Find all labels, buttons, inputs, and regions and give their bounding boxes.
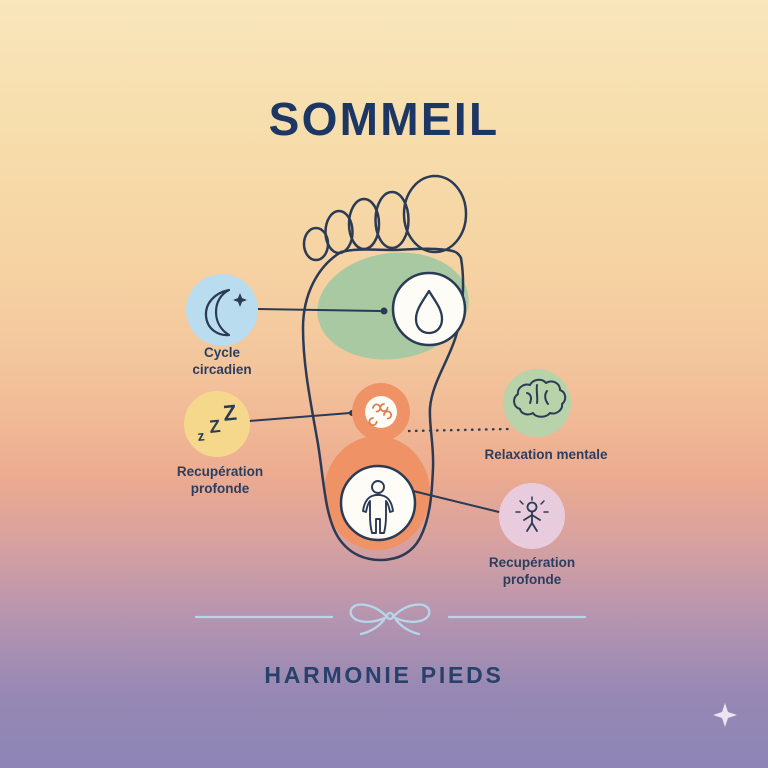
body-icon xyxy=(362,480,394,534)
pinky-toe xyxy=(302,226,330,262)
connector-recup-right xyxy=(408,489,500,513)
moon-stars-icon xyxy=(204,288,247,337)
swirl-icon xyxy=(368,403,393,427)
svg-text:z: z xyxy=(197,427,206,444)
label-recuperation-left: Recupération profonde xyxy=(176,464,264,497)
brand-title: HARMONIE PIEDS xyxy=(264,662,504,688)
second-toe xyxy=(374,190,410,250)
big-toe xyxy=(402,174,468,254)
fourth-toe xyxy=(324,209,354,255)
brain-icon xyxy=(513,378,567,418)
third-toe xyxy=(347,197,381,251)
sparkle-icon xyxy=(713,703,737,727)
midfoot-zone-marker xyxy=(352,383,410,441)
star-icon xyxy=(233,293,247,307)
page-title: SOMMEIL xyxy=(268,93,500,145)
connector-cycle xyxy=(256,308,381,312)
callout-cycle-circadien xyxy=(186,274,258,346)
label-recuperation-right: Recupération profonde xyxy=(488,555,576,588)
radiant-person-icon xyxy=(515,496,549,532)
svg-text:Z: Z xyxy=(222,400,238,426)
foot-outline xyxy=(301,174,468,562)
connector-recup-left xyxy=(248,412,351,422)
callout-relaxation-mentale xyxy=(503,369,571,437)
connector-relaxation-dotted xyxy=(407,427,512,433)
label-cycle-circadien: Cycle circadien xyxy=(192,345,252,378)
ribbon-bow-icon xyxy=(349,603,431,636)
heel-zone-marker xyxy=(339,464,417,542)
callout-recuperation-right xyxy=(499,483,565,549)
callout-recuperation-left: z Z Z xyxy=(184,391,250,457)
water-drop-icon xyxy=(414,289,444,335)
svg-text:Z: Z xyxy=(208,416,221,437)
zzz-icon: z Z Z xyxy=(197,400,238,444)
footer-divider xyxy=(194,603,587,636)
connector-dot-green xyxy=(380,307,388,315)
label-relaxation-mentale: Relaxation mentale xyxy=(484,447,608,462)
connector-lines xyxy=(248,308,512,513)
water-drop-marker xyxy=(391,271,467,347)
